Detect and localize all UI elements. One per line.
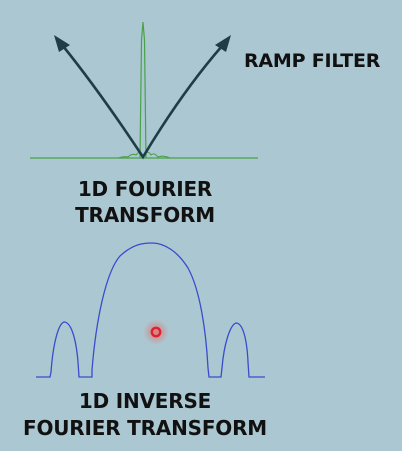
- spectrum-spike: [139, 21, 147, 159]
- fourier-label-line2: TRANSFORM: [75, 203, 215, 227]
- marker-glow: [143, 319, 169, 345]
- left-arrowhead-icon: [54, 35, 70, 52]
- inverse-fourier-transform-label: 1D INVERSE FOURIER TRANSFORM: [0, 388, 290, 442]
- inverse-label-line2: FOURIER TRANSFORM: [22, 416, 267, 440]
- right-arrowhead-icon: [215, 35, 231, 52]
- ramp-filter-label: RAMP FILTER: [244, 50, 381, 72]
- red-dot-icon: [150, 326, 162, 338]
- fourier-label-line1: 1D FOURIER: [77, 177, 213, 201]
- inverse-label-line1: 1D INVERSE: [78, 389, 212, 413]
- ramp-filter-curve: [61, 44, 224, 160]
- inverse-signal-curve: [36, 242, 265, 378]
- fourier-transform-label: 1D FOURIER TRANSFORM: [0, 176, 290, 228]
